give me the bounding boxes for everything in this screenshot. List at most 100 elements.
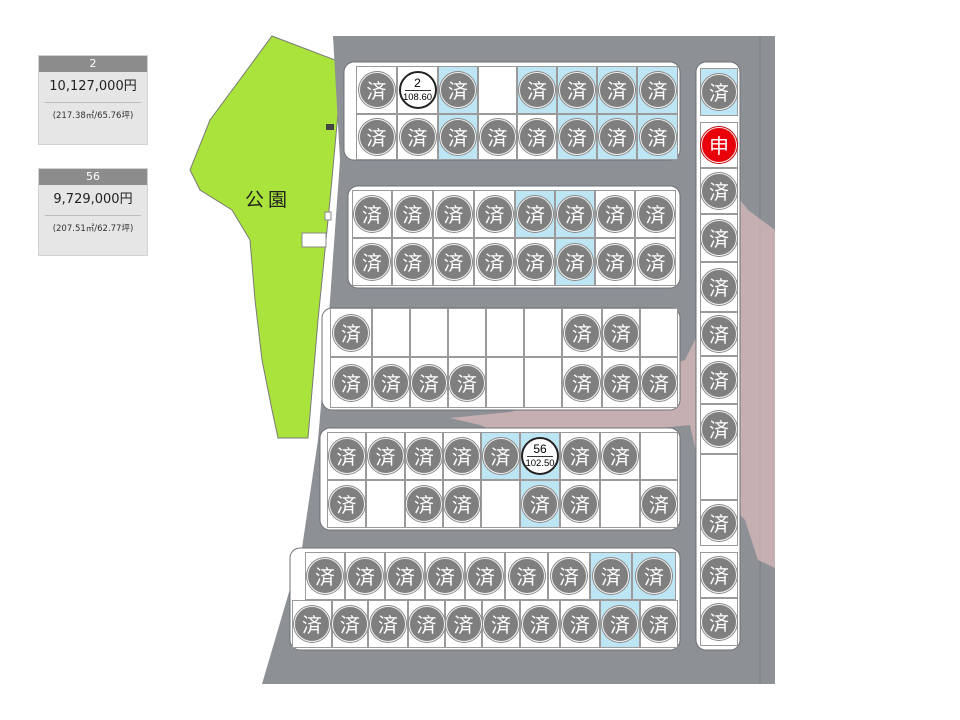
- lot-cell[interactable]: 済: [632, 552, 676, 600]
- lot-cell[interactable]: 済: [602, 308, 640, 357]
- lot-cell[interactable]: [478, 66, 517, 114]
- lot-cell[interactable]: [524, 308, 562, 357]
- lot-cell[interactable]: 済: [555, 238, 595, 286]
- lot-cell[interactable]: 済: [640, 480, 678, 528]
- lot-cell[interactable]: 済: [637, 66, 678, 114]
- lot-cell[interactable]: 済: [397, 114, 438, 160]
- lot-cell[interactable]: 済: [700, 500, 738, 546]
- lot-cell[interactable]: [410, 308, 448, 357]
- lot-cell[interactable]: [640, 308, 678, 357]
- lot-cell[interactable]: 済: [520, 600, 560, 648]
- lot-cell[interactable]: 済: [392, 238, 433, 286]
- lot-cell[interactable]: 済: [595, 190, 635, 238]
- lot-cell[interactable]: 済: [557, 66, 597, 114]
- lot-cell[interactable]: 済: [700, 598, 738, 646]
- lot-cell[interactable]: 済: [305, 552, 345, 600]
- lot-cell[interactable]: 済: [560, 480, 600, 528]
- lot-cell[interactable]: 済: [327, 480, 366, 528]
- lot-cell[interactable]: 済: [438, 114, 478, 160]
- lot-cell[interactable]: 済: [327, 432, 366, 480]
- lot-cell[interactable]: 済: [345, 552, 385, 600]
- price-card-lot-2: 2 10,127,000円 (217.38㎡/65.76坪): [38, 55, 148, 145]
- lot-cell[interactable]: 済: [700, 552, 738, 598]
- lot-cell[interactable]: 済: [700, 262, 738, 312]
- lot-cell[interactable]: 済: [640, 357, 678, 408]
- lot-cell[interactable]: [600, 480, 640, 528]
- lot-cell[interactable]: 済: [372, 357, 410, 408]
- lot-cell[interactable]: 済: [590, 552, 632, 600]
- lot-cell[interactable]: 済: [597, 114, 637, 160]
- lot-cell[interactable]: 済: [517, 66, 557, 114]
- lot-cell[interactable]: 済: [548, 552, 590, 600]
- lot-cell[interactable]: 済: [356, 114, 397, 160]
- lot-cell[interactable]: 済: [481, 432, 520, 480]
- lot-cell[interactable]: 済: [443, 480, 481, 528]
- lot-cell[interactable]: 済: [562, 308, 602, 357]
- lot-cell[interactable]: 済: [392, 190, 433, 238]
- lot-cell[interactable]: [448, 308, 486, 357]
- lot-cell[interactable]: 済: [517, 114, 557, 160]
- lot-cell[interactable]: [486, 357, 524, 408]
- lot-cell[interactable]: 済: [332, 600, 368, 648]
- lot-cell[interactable]: [524, 357, 562, 408]
- lot-cell[interactable]: 済: [560, 432, 600, 480]
- lot-cell[interactable]: [486, 308, 524, 357]
- lot-cell[interactable]: [372, 308, 410, 357]
- lot-cell[interactable]: 済: [515, 190, 555, 238]
- lot-cell[interactable]: 済: [562, 357, 602, 408]
- lot-cell[interactable]: 済: [474, 190, 515, 238]
- lot-cell[interactable]: 済: [408, 600, 445, 648]
- lot-cell[interactable]: 済: [557, 114, 597, 160]
- lot-cell[interactable]: 済: [700, 404, 738, 454]
- lot-cell[interactable]: [640, 432, 678, 480]
- lot-cell[interactable]: 済: [433, 190, 474, 238]
- lot-cell[interactable]: 済: [330, 357, 372, 408]
- lot-cell[interactable]: 済: [595, 238, 635, 286]
- lot-cell[interactable]: 済: [352, 190, 392, 238]
- lot-cell[interactable]: 済: [700, 312, 738, 356]
- lot-cell[interactable]: 済: [445, 600, 482, 648]
- lot-cell[interactable]: 済: [352, 238, 392, 286]
- lot-cell[interactable]: 済: [292, 600, 332, 648]
- lot-cell[interactable]: 済: [405, 480, 443, 528]
- lot-cell[interactable]: 済: [520, 480, 560, 528]
- lot-cell[interactable]: 済: [474, 238, 515, 286]
- lot-cell[interactable]: [700, 454, 738, 500]
- lot-cell[interactable]: 済: [602, 357, 640, 408]
- lot-cell[interactable]: 済: [465, 552, 505, 600]
- lot-cell[interactable]: 済: [330, 308, 372, 357]
- lot-cell[interactable]: 済: [448, 357, 486, 408]
- lot-cell[interactable]: 済: [600, 432, 640, 480]
- lot-cell[interactable]: 済: [385, 552, 425, 600]
- lot-cell[interactable]: 済: [443, 432, 481, 480]
- lot-cell[interactable]: 済: [635, 238, 676, 286]
- lot-cell[interactable]: 済: [505, 552, 548, 600]
- lot-cell[interactable]: 済: [700, 68, 738, 116]
- lot-cell[interactable]: 済: [410, 357, 448, 408]
- lot-cell[interactable]: 済: [700, 214, 738, 262]
- lot-cell[interactable]: 済: [433, 238, 474, 286]
- lot-cell[interactable]: 済: [640, 600, 678, 648]
- lot-cell[interactable]: 済: [700, 356, 738, 404]
- lot-cell[interactable]: 済: [597, 66, 637, 114]
- lot-cell[interactable]: 済: [555, 190, 595, 238]
- lot-cell[interactable]: 済: [438, 66, 478, 114]
- lot-cell[interactable]: 済: [560, 600, 600, 648]
- lot-cell[interactable]: 済: [425, 552, 465, 600]
- lot-cell[interactable]: 済: [405, 432, 443, 480]
- lot-cell[interactable]: 済: [368, 600, 408, 648]
- lot-cell[interactable]: 済: [366, 432, 405, 480]
- lot-cell[interactable]: [366, 480, 405, 528]
- lot-cell[interactable]: 済: [515, 238, 555, 286]
- lot-cell[interactable]: 済: [635, 190, 676, 238]
- lot-cell[interactable]: 済: [478, 114, 517, 160]
- lot-cell[interactable]: 済: [700, 168, 738, 214]
- lot-cell[interactable]: 済: [600, 600, 640, 648]
- lot-cell[interactable]: 済: [482, 600, 520, 648]
- lot-cell[interactable]: [481, 480, 520, 528]
- lot-cell[interactable]: 申: [700, 122, 738, 168]
- lot-cell[interactable]: 済: [356, 66, 397, 114]
- lot-cell[interactable]: 済: [637, 114, 678, 160]
